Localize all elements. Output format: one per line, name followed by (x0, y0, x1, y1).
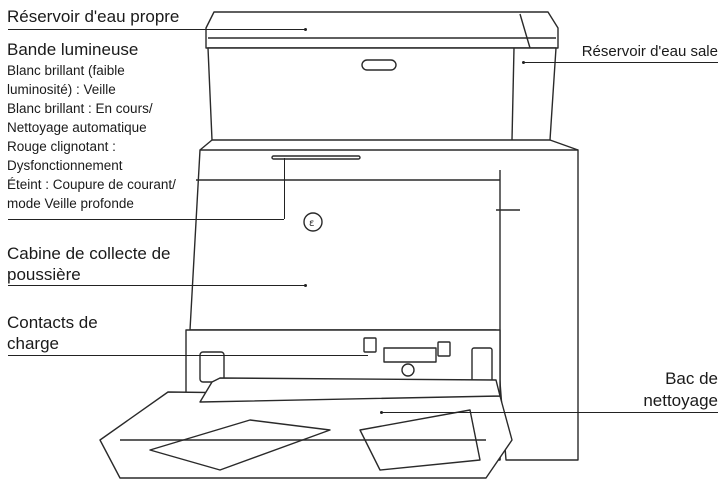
label-dust-cabin-line-1: Cabine de collecte de (7, 244, 171, 263)
leader-light-bar-h (8, 219, 284, 220)
label-light-bar-line-6: Dysfonctionnement (7, 158, 123, 173)
leader-contacts (8, 355, 368, 356)
label-light-bar-line-8: mode Veille profonde (7, 196, 134, 211)
wash-tray-ramp (99, 391, 513, 479)
label-light-bar-title: Bande lumineuse (7, 40, 139, 59)
label-contacts-line-1: Contacts de (7, 313, 98, 332)
label-dust-cabin-line-2: poussière (7, 265, 81, 284)
label-wash-tray-line-2: nettoyage (643, 391, 718, 410)
tank-lid (205, 11, 559, 49)
leader-clean-tank (8, 29, 306, 30)
contact-left (363, 337, 377, 353)
label-contacts-line-2: charge (7, 334, 59, 353)
leader-dot-wash-tray (380, 411, 383, 414)
label-light-bar-line-7: Éteint : Coupure de courant/ (7, 177, 176, 192)
label-light-bar-line-4: Nettoyage automatique (7, 120, 147, 135)
logo-mark (303, 212, 323, 232)
leader-light-bar-v (284, 158, 285, 219)
label-light-bar-line-1: Blanc brillant (faible (7, 63, 125, 78)
label-light-bar-line-5: Rouge clignotant : (7, 139, 116, 154)
label-light-bar-line-3: Blanc brillant : En cours/ (7, 101, 153, 116)
contact-right (437, 341, 451, 357)
label-wash-tray-line-1: Bac de (665, 369, 718, 388)
leader-dot-clean-tank (304, 28, 307, 31)
leader-dirty-tank (523, 62, 718, 63)
leader-dot-dirty-tank (522, 61, 525, 64)
light-bar (271, 155, 361, 160)
leader-dot-dust-cabin (304, 284, 307, 287)
tank-handle (361, 59, 397, 71)
label-light-bar-line-2: luminosité) : Veille (7, 82, 116, 97)
leader-wash-tray (382, 412, 718, 413)
label-dirty-tank: Réservoir d'eau sale (581, 43, 718, 60)
svg-text:ε: ε (309, 218, 314, 229)
leader-dust-cabin (8, 285, 306, 286)
label-clean-tank: Réservoir d'eau propre (7, 7, 180, 26)
